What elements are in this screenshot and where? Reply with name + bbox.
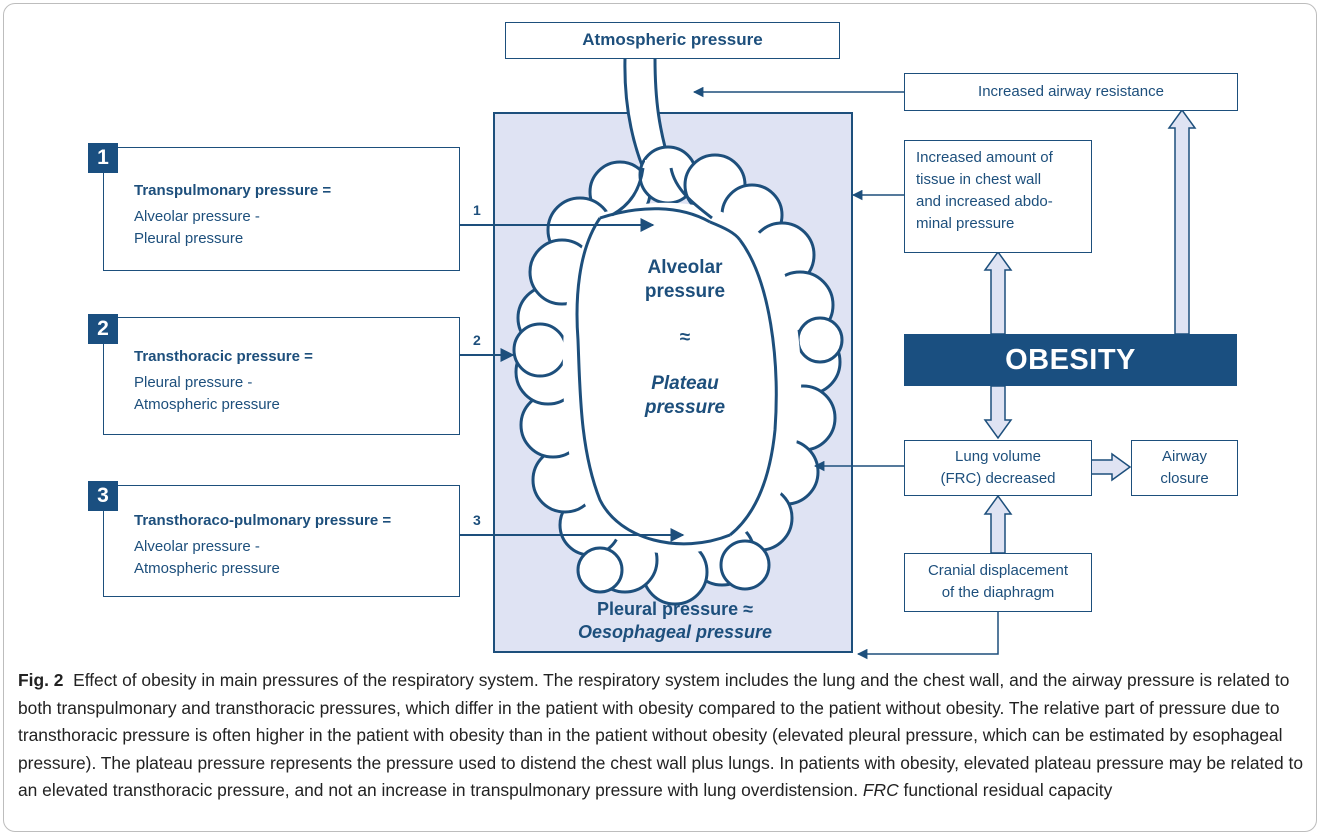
lung-volume-line-1: Lung volume — [955, 448, 1041, 465]
block-arrow-lung-volume-to-closure — [1090, 452, 1132, 482]
caption-abbr: FRC — [862, 780, 899, 800]
pressure-2-line-2: Atmospheric pressure — [134, 396, 280, 413]
block-arrows — [983, 108, 1197, 554]
pressure-2-line-1: Pleural pressure - — [134, 374, 253, 391]
pressure-1-line-1: Alveolar pressure - — [134, 208, 260, 225]
approx-symbol: ≈ — [679, 327, 691, 348]
caption-text: Effect of obesity in main pressures of t… — [18, 670, 1304, 800]
pressure-badge-2: 2 — [88, 314, 118, 344]
chest-wall-tissue-box: Increased amount of tissue in chest wall… — [904, 140, 1092, 253]
obesity-banner: OBESITY — [904, 334, 1237, 386]
oesophageal-pressure-label: Oesophageal pressure — [577, 622, 773, 642]
block-arrow-cranial-to-lung-volume — [983, 494, 1013, 554]
arrow-2-label: 2 — [473, 332, 481, 348]
tissue-line-1: Increased amount of — [916, 149, 1053, 166]
pressure-box-2: Transthoracic pressure = Pleural pressur… — [103, 317, 460, 435]
alveolar-pressure-label: Alveolar pressure — [644, 257, 726, 302]
pressure-3-title: Transthoraco-pulmonary pressure = — [134, 512, 392, 529]
figure-frame — [3, 3, 1317, 832]
airway-closure-line-1: Airway — [1161, 448, 1207, 465]
arrow-1-label: 1 — [473, 202, 481, 218]
tissue-line-2: tissue in chest wall — [916, 171, 1042, 188]
airway-resistance-label: Increased airway resistance — [978, 83, 1164, 100]
pressure-box-3: Transthoraco-pulmonary pressure = Alveol… — [103, 485, 460, 597]
arrow-cranial-to-chest — [856, 612, 999, 660]
atmospheric-pressure-box: Atmospheric pressure — [505, 22, 840, 59]
pressure-3-line-1: Alveolar pressure - — [134, 538, 260, 555]
block-arrow-obesity-to-lung-volume — [983, 385, 1013, 440]
cranial-line-1: Cranial displacement — [927, 562, 1069, 579]
airway-resistance-box: Increased airway resistance — [904, 73, 1238, 111]
figure-caption: Fig. 2 Effect of obesity in main pressur… — [18, 667, 1308, 805]
pressure-3-line-2: Atmospheric pressure — [134, 560, 280, 577]
cranial-displacement-box: Cranial displacement of the diaphragm — [904, 553, 1092, 612]
airway-closure-line-2: closure — [1160, 470, 1209, 487]
caption-label: Fig. 2 — [18, 670, 64, 690]
cranial-line-2: of the diaphragm — [941, 584, 1055, 601]
block-arrow-obesity-to-tissue — [983, 250, 1013, 335]
arrow-3-label: 3 — [473, 512, 481, 528]
pleural-pressure-label: Pleural pressure ≈ — [597, 599, 753, 619]
pressure-1-line-2: Pleural pressure — [134, 230, 244, 247]
lung-volume-line-2: (FRC) decreased — [940, 470, 1056, 487]
pressure-1-title: Transpulmonary pressure = — [134, 182, 332, 199]
airway-closure-box: Airway closure — [1131, 440, 1238, 496]
tissue-line-4: minal pressure — [916, 215, 1015, 232]
block-arrow-obesity-to-resistance — [1167, 108, 1197, 335]
pressure-badge-3: 3 — [88, 481, 118, 511]
pressure-2-title: Transthoracic pressure = — [134, 348, 313, 365]
plateau-pressure-label: Plateau pressure — [644, 373, 726, 418]
pressure-box-1: Transpulmonary pressure = Alveolar press… — [103, 147, 460, 271]
atmospheric-pressure-label: Atmospheric pressure — [582, 30, 763, 49]
pressure-badge-1: 1 — [88, 143, 118, 173]
caption-abbr-def: functional residual capacity — [903, 780, 1113, 800]
tissue-line-3: and increased abdo- — [916, 193, 1053, 210]
lung-volume-box: Lung volume (FRC) decreased — [904, 440, 1092, 496]
